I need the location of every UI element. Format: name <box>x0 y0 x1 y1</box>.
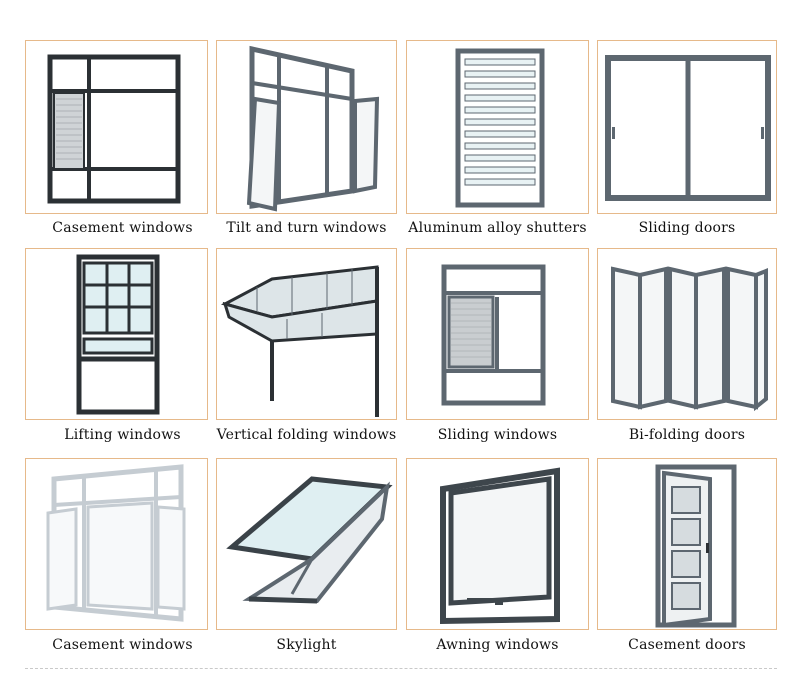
product-label: Tilt and turn windows <box>226 220 387 236</box>
product-image-vertical-folding-windows <box>216 248 397 420</box>
product-label: Skylight <box>276 637 337 653</box>
product-image-sliding-doors <box>597 40 777 214</box>
product-label: Vertical folding windows <box>216 427 397 443</box>
product-label: Awning windows <box>436 637 559 653</box>
product-image-aluminum-alloy-shutters <box>406 40 589 214</box>
product-image-skylight <box>216 458 397 630</box>
product-label: Casement doors <box>628 637 746 653</box>
product-image-sliding-windows <box>406 248 589 420</box>
product-label: Sliding windows <box>437 427 558 443</box>
product-image-casement-windows <box>25 40 208 214</box>
product-image-awning-windows <box>406 458 589 630</box>
product-image-tilt-and-turn-windows <box>216 40 397 214</box>
product-label: Aluminum alloy shutters <box>408 220 587 236</box>
product-image-casement-doors <box>597 458 777 630</box>
product-label: Casement windows <box>52 637 193 653</box>
product-label: Lifting windows <box>64 427 181 443</box>
product-label: Bi-folding doors <box>628 427 746 443</box>
product-label: Casement windows <box>52 220 193 236</box>
product-image-casement-windows-white <box>25 458 208 630</box>
divider <box>25 668 777 669</box>
product-image-bi-folding-doors <box>597 248 777 420</box>
product-image-lifting-windows <box>25 248 208 420</box>
product-label: Sliding doors <box>638 220 736 236</box>
